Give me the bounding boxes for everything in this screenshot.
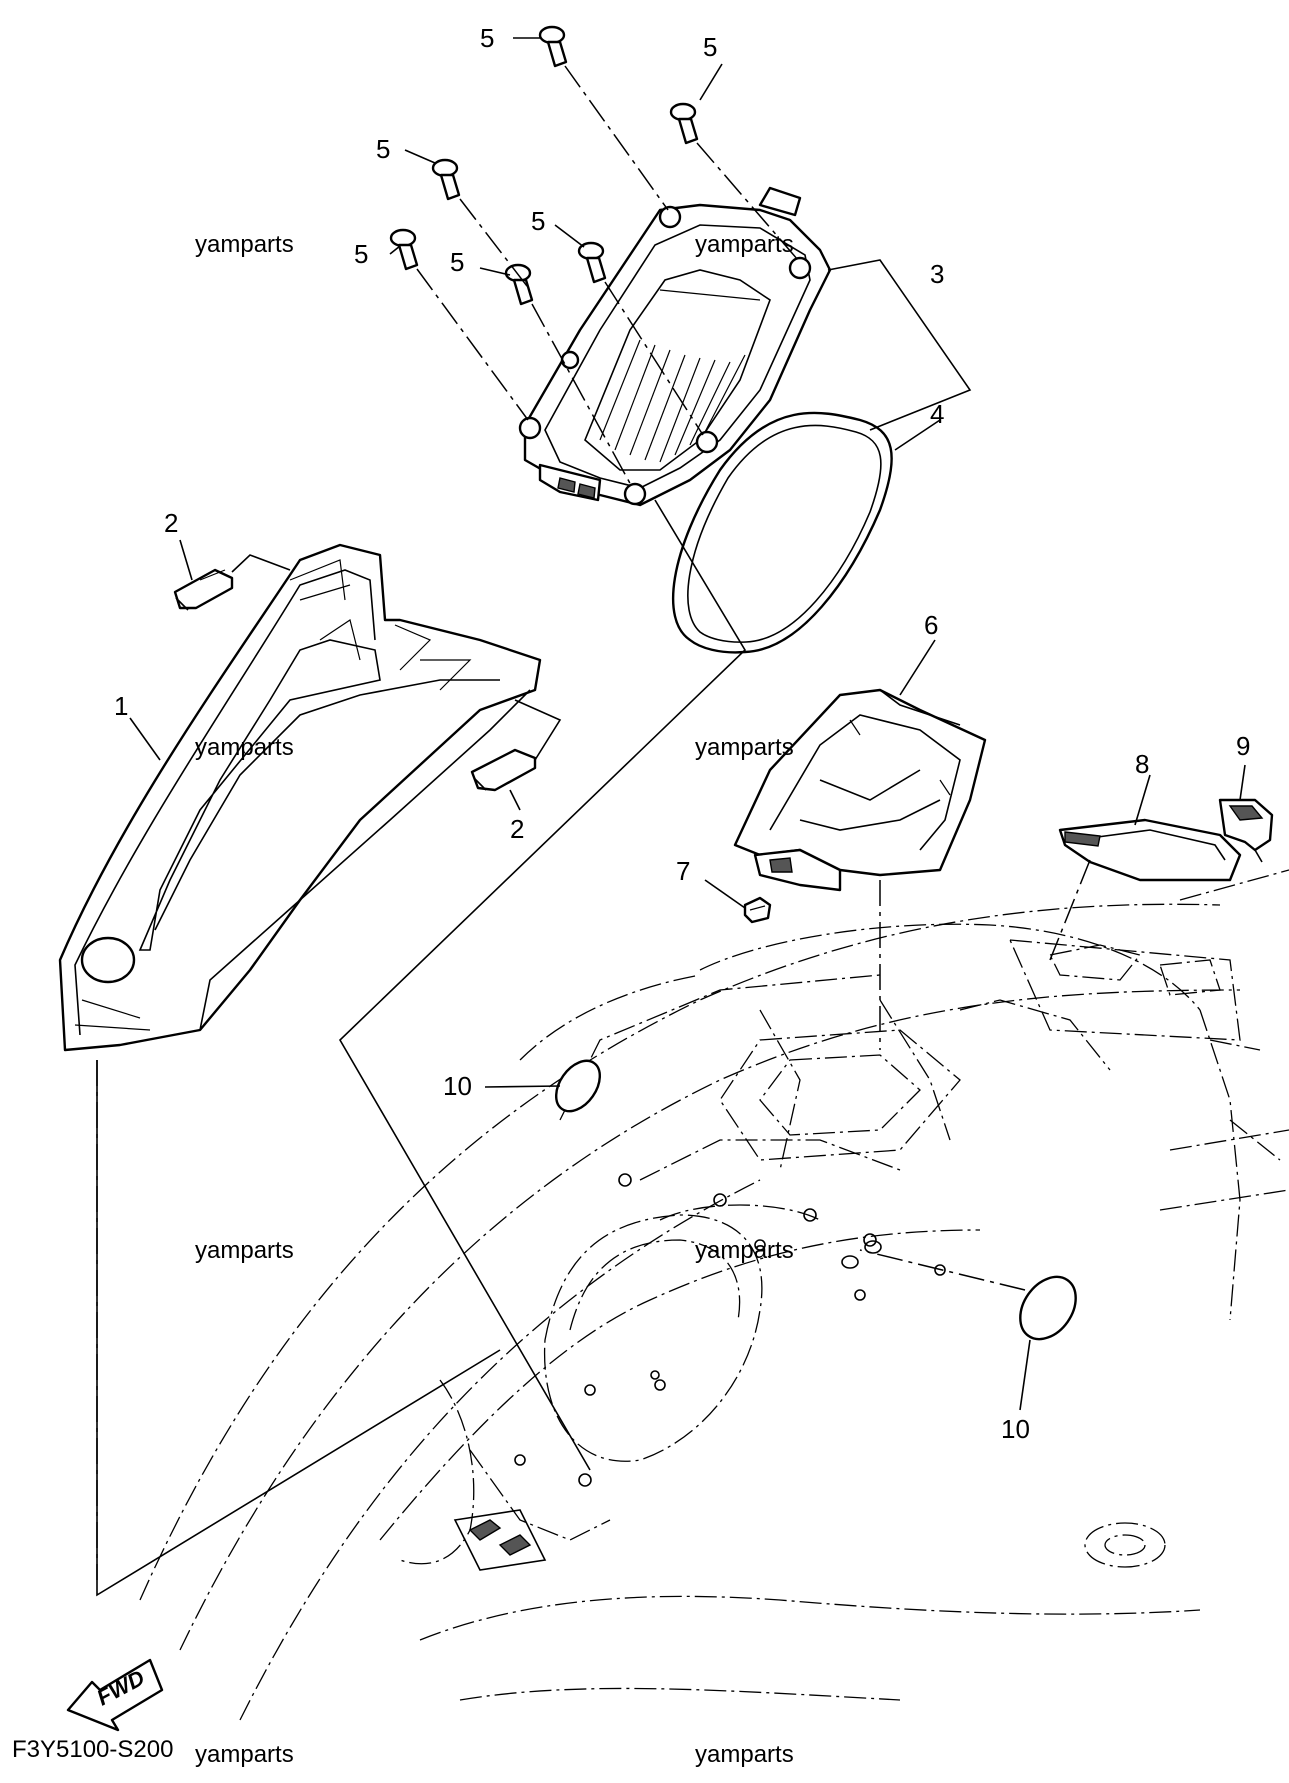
- part-6-cover: [733, 688, 987, 892]
- part-8-lid: [1058, 818, 1242, 882]
- vent-grille: [453, 1509, 547, 1571]
- part-7-clip: [743, 896, 772, 924]
- hull-deck-outline: [139, 869, 1289, 1721]
- part-2-clip-upper: [173, 568, 234, 611]
- part-10-plug-right: [1019, 1275, 1077, 1341]
- callout-2-upper: 2: [164, 508, 178, 538]
- watermark: yamparts: [695, 1741, 794, 1768]
- bolt-icon: [538, 25, 568, 68]
- forward-arrow-icon: FWD: [66, 1658, 164, 1732]
- callout-5-a: 5: [480, 23, 494, 53]
- bolt-icon: [389, 228, 419, 271]
- callout-9: 9: [1236, 731, 1250, 761]
- leader-lines: [96, 37, 1246, 1597]
- callout-6: 6: [924, 610, 938, 640]
- watermarks: yamparts yamparts yamparts yamparts yamp…: [195, 231, 794, 1768]
- watermark: yamparts: [695, 734, 794, 761]
- callout-5-b: 5: [703, 32, 717, 62]
- watermark: yamparts: [695, 231, 794, 258]
- bolt-icon: [669, 102, 699, 145]
- watermark: yamparts: [195, 1741, 294, 1768]
- part-2-clip-lower: [470, 748, 537, 792]
- watermark: yamparts: [695, 1237, 794, 1264]
- part-1-front-cover: [58, 543, 542, 1052]
- bolt-icon: [577, 241, 607, 284]
- callout-8: 8: [1135, 749, 1149, 779]
- bolt-icon: [504, 263, 534, 306]
- diagram-code: F3Y5100-S200: [12, 1736, 173, 1763]
- part-5-bolts: [389, 25, 699, 306]
- callout-7: 7: [676, 856, 690, 886]
- callout-4: 4: [930, 399, 944, 429]
- part-10-plug-left: [554, 1059, 602, 1113]
- callout-5-c: 5: [376, 134, 390, 164]
- bolt-icon: [431, 158, 461, 201]
- part-9-latch: [1218, 798, 1274, 863]
- callout-3: 3: [930, 259, 944, 289]
- watermark: yamparts: [195, 734, 294, 761]
- callout-5-e: 5: [531, 206, 545, 236]
- callout-2-lower: 2: [510, 814, 524, 844]
- watermark: yamparts: [195, 1237, 294, 1264]
- callout-10-right: 10: [1001, 1414, 1030, 1444]
- part-4-gasket: [672, 411, 893, 654]
- callout-10-left: 10: [443, 1071, 472, 1101]
- watermark: yamparts: [195, 231, 294, 258]
- callout-numbers: 1 2 2 3 4 5 5 5 5 5 5 6 7 8 9 10 10: [114, 23, 1250, 1444]
- callout-1: 1: [114, 691, 128, 721]
- callout-5-d: 5: [354, 239, 368, 269]
- callout-5-f: 5: [450, 247, 464, 277]
